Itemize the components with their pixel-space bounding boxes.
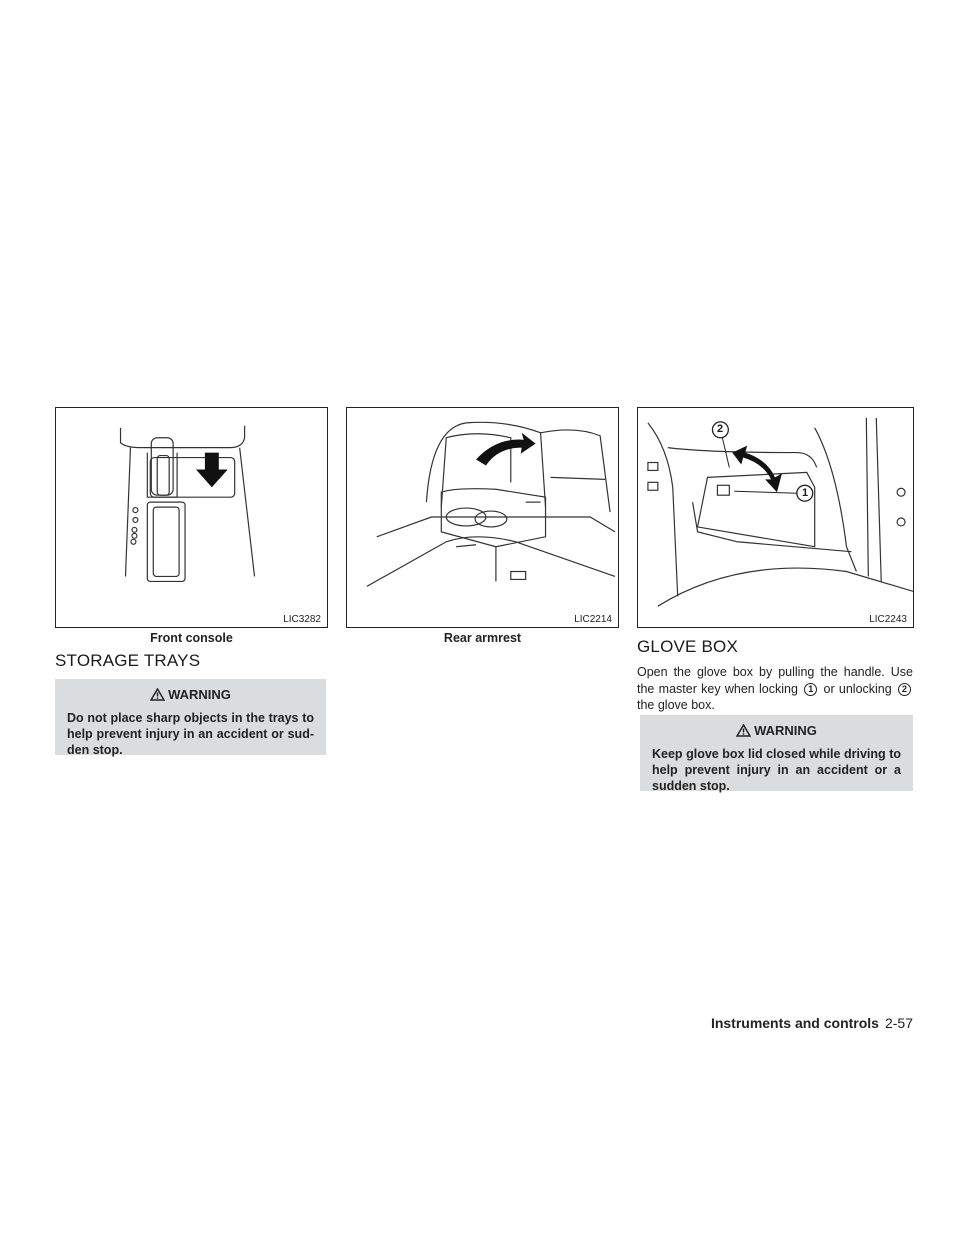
front-console-figure: LIC3282	[55, 407, 328, 628]
marker-2: 2	[898, 682, 911, 696]
glove-box-paragraph: Open the glove box by pulling the handle…	[637, 664, 913, 714]
marker-1: 1	[804, 682, 818, 696]
page-number: 2-57	[884, 1015, 913, 1031]
glove-box-warning-box: WARNING Keep glove box lid closed while …	[640, 715, 913, 793]
figure-code: LIC2243	[869, 614, 907, 625]
warning-title-text: WARNING	[168, 687, 231, 702]
page-footer: Instruments and controls 2-57	[711, 1015, 913, 1031]
storage-warning-text: Do not place sharp objects in the trays …	[67, 711, 314, 757]
callout-2-label: 2	[717, 423, 724, 435]
para-text-1: Open the glove box by pulling the handle…	[637, 665, 913, 696]
swing-arrow-icon	[732, 445, 782, 493]
rear-armrest-illustration	[366, 421, 616, 587]
callout-1-label: 1	[802, 487, 809, 499]
warning-title: WARNING	[67, 687, 314, 702]
para-text-2: or unlocking	[823, 681, 892, 696]
para-text-3: the glove box.	[637, 698, 715, 712]
front-console-illustration	[119, 425, 256, 583]
figure-code: LIC2214	[574, 614, 612, 625]
down-arrow-icon	[195, 452, 228, 488]
warning-icon	[736, 724, 752, 737]
rear-armrest-figure: LIC2214	[346, 407, 619, 628]
rear-armrest-caption: Rear armrest	[443, 631, 522, 645]
front-console-caption: Front console	[150, 631, 233, 645]
fold-arrow-icon	[476, 432, 536, 466]
glove-box-figure: 2 1 LIC2243	[637, 407, 914, 628]
warning-title-text: WARNING	[754, 723, 817, 738]
warning-icon	[150, 688, 166, 701]
storage-warning-box: WARNING Do not place sharp objects in th…	[55, 679, 326, 757]
callout-2-marker	[711, 421, 729, 439]
callout-1-marker	[796, 484, 814, 502]
warning-title: WARNING	[652, 723, 901, 738]
figure-code: LIC3282	[283, 614, 321, 625]
storage-trays-heading: STORAGE TRAYS	[55, 651, 201, 670]
glove-box-heading: GLOVE BOX	[637, 637, 739, 656]
footer-section-title: Instruments and controls	[710, 1015, 879, 1031]
glove-box-warning-text: Keep glove box lid closed while driving …	[652, 747, 901, 793]
glove-box-illustration	[647, 417, 913, 607]
